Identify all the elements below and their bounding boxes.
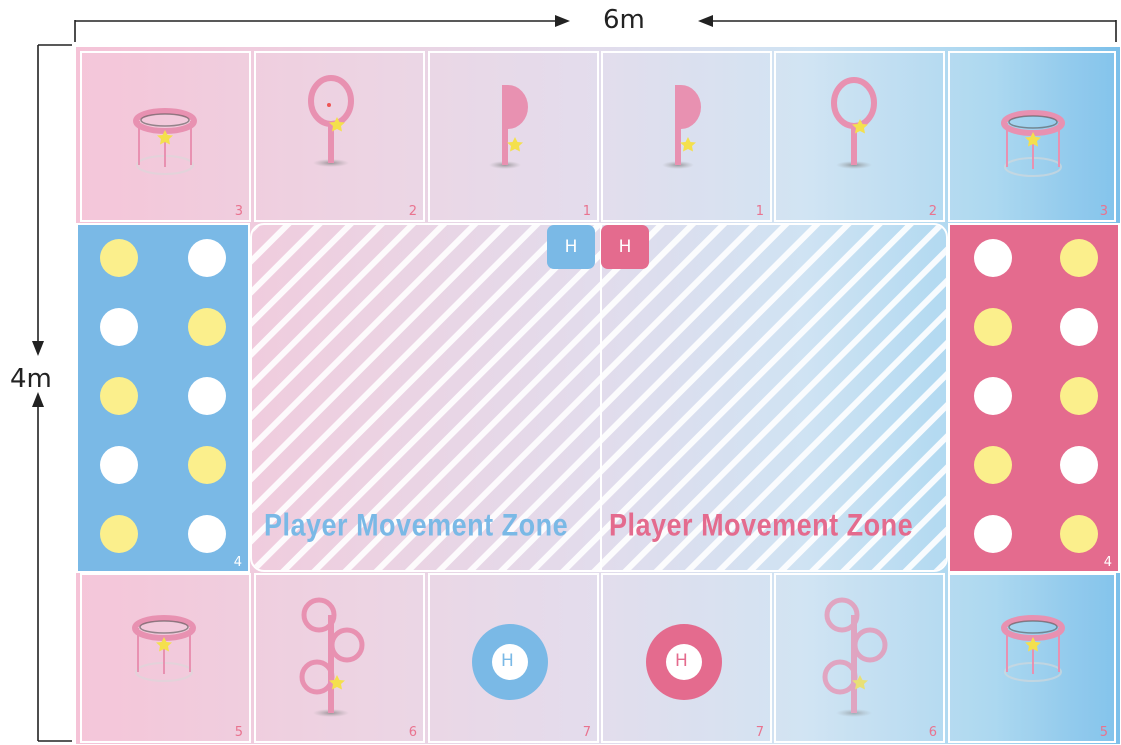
white-dot — [188, 239, 226, 277]
yellow-dot — [100, 377, 138, 415]
pink-home-marker: H — [601, 225, 649, 269]
bottom-tile-3: H 7 — [428, 573, 599, 743]
bottom-tile-1: 5 — [80, 573, 251, 743]
arrow-left-icon — [698, 15, 713, 27]
movement-zone — [250, 223, 948, 572]
triple-ring-target-icon — [825, 600, 885, 717]
yellow-dot — [188, 308, 226, 346]
home-base-ring-icon — [472, 624, 548, 700]
left-zone-label: Player Movement Zone — [264, 507, 569, 543]
tile-number: 6 — [408, 725, 417, 740]
home-base-label: H — [501, 651, 514, 671]
tile-number: 5 — [234, 725, 243, 740]
blue-home-marker: H — [547, 225, 595, 269]
white-dot — [974, 239, 1012, 277]
yellow-dot — [1060, 515, 1098, 553]
home-base-label: H — [675, 651, 688, 671]
tile-number: 1 — [755, 204, 764, 219]
top-tile-6: 3 — [948, 51, 1116, 222]
arrow-up-icon — [32, 392, 44, 407]
tile-number: 4 — [1103, 555, 1112, 570]
hoop-ring-icon — [1004, 618, 1062, 681]
tile-number: 2 — [408, 204, 417, 219]
tile-number: 7 — [582, 725, 591, 740]
bottom-tile-6: 5 — [948, 573, 1116, 743]
home-base-ring-icon — [646, 624, 722, 700]
yellow-dot — [1060, 239, 1098, 277]
height-label: 4m — [10, 364, 52, 394]
white-dot — [188, 515, 226, 553]
tile-number: 7 — [755, 725, 764, 740]
bottom-tile-4: H 7 — [601, 573, 772, 743]
half-circle-flag-icon — [662, 85, 701, 169]
half-circle-flag-icon — [489, 85, 528, 169]
tile-number: 6 — [928, 725, 937, 740]
white-dot — [974, 377, 1012, 415]
yellow-dot — [974, 446, 1012, 484]
arrow-down-icon — [32, 341, 44, 356]
white-dot — [100, 446, 138, 484]
yellow-dot — [100, 515, 138, 553]
top-tile-2: 2 — [254, 51, 425, 222]
top-tile-5: 2 — [774, 51, 945, 222]
right-zone-label: Player Movement Zone — [609, 507, 914, 543]
yellow-dot — [974, 308, 1012, 346]
triple-ring-target-icon — [302, 600, 362, 717]
white-dot — [1060, 446, 1098, 484]
width-label: 6m — [603, 5, 645, 35]
left-dot-panel: 4 — [76, 223, 250, 573]
top-tile-4: 1 — [601, 51, 772, 222]
hoop-ring-icon — [136, 111, 194, 174]
tile-number: 1 — [582, 204, 591, 219]
white-dot — [974, 515, 1012, 553]
top-tile-3: 1 — [428, 51, 599, 222]
tile-number: 5 — [1099, 725, 1108, 740]
bottom-tile-5: 6 — [774, 573, 945, 743]
play-mat: 3 2 1 1 2 3 4 4 Player Movement Zone Pla… — [76, 47, 1120, 744]
tile-number: 4 — [233, 555, 242, 570]
yellow-dot — [1060, 377, 1098, 415]
tile-number: 2 — [928, 204, 937, 219]
white-dot — [100, 308, 138, 346]
yellow-dot — [188, 446, 226, 484]
ring-target-icon — [834, 80, 874, 169]
tile-number: 3 — [1099, 204, 1108, 219]
tile-number: 3 — [234, 204, 243, 219]
ring-target-icon — [311, 78, 351, 167]
hoop-ring-icon — [1004, 113, 1062, 176]
bottom-tile-2: 6 — [254, 573, 425, 743]
hoop-ring-icon — [135, 618, 193, 681]
yellow-dot — [100, 239, 138, 277]
arrow-right-icon — [555, 15, 570, 27]
right-dot-panel: 4 — [948, 223, 1120, 573]
top-tile-1: 3 — [80, 51, 251, 222]
white-dot — [188, 377, 226, 415]
white-dot — [1060, 308, 1098, 346]
